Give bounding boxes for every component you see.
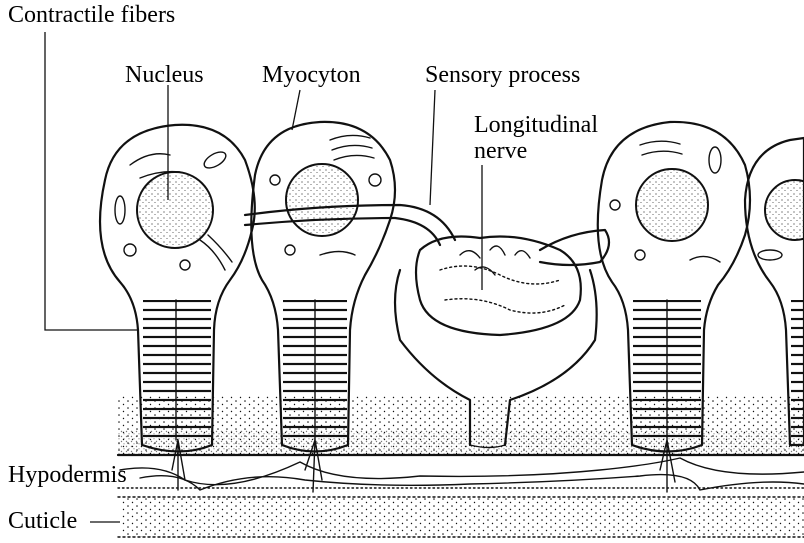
hypodermal-nerve-fiber — [120, 458, 804, 485]
leader-myocyton — [292, 90, 300, 130]
label-myocyton: Myocyton — [262, 62, 361, 89]
label-contractile-fibers: Contractile fibers — [8, 2, 175, 29]
label-longitudinal-nerve-line2: nerve — [474, 138, 527, 165]
label-sensory-process: Sensory process — [425, 62, 580, 89]
label-hypodermis: Hypodermis — [8, 462, 127, 489]
label-cuticle: Cuticle — [8, 508, 77, 535]
label-longitudinal-nerve-line1: Longitudinal — [474, 112, 598, 139]
nucleus-1 — [137, 172, 213, 248]
label-nucleus: Nucleus — [125, 62, 204, 89]
nucleus-3 — [636, 169, 708, 241]
contractile-fibers-1 — [143, 300, 211, 440]
cuticle-layer — [122, 497, 804, 537]
leader-sensory-process — [430, 90, 435, 205]
nucleus-2 — [286, 164, 358, 236]
